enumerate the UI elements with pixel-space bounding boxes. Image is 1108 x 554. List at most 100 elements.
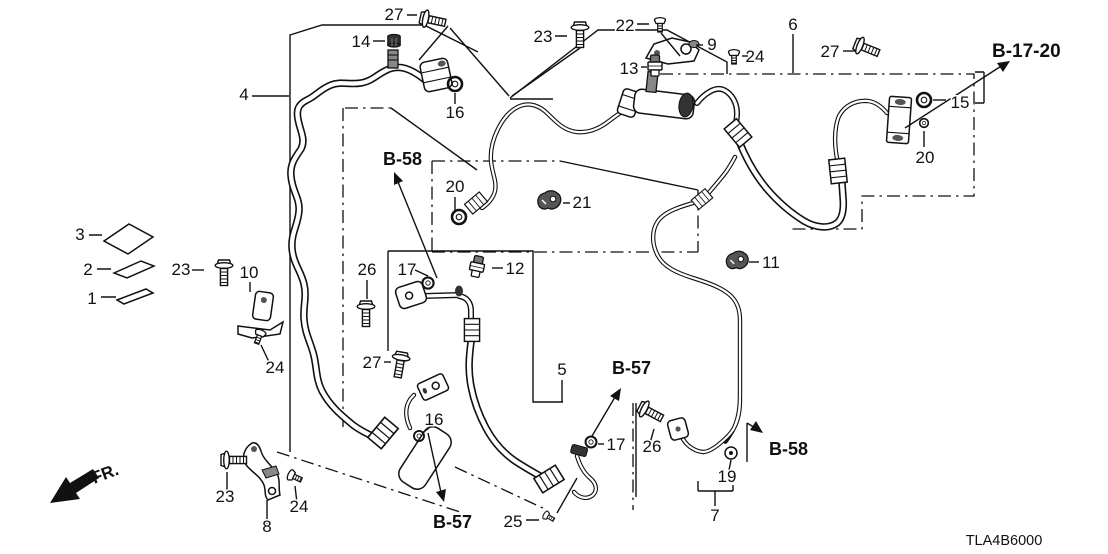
callout-17-bottom[interactable]: 17 — [605, 434, 627, 456]
callout-23-bottom[interactable]: 23 — [214, 486, 236, 508]
b1720-bracket — [975, 71, 985, 104]
oring-icon — [584, 435, 598, 449]
callout-26-bottom[interactable]: 26 — [641, 436, 663, 458]
callout-24-left[interactable]: 24 — [264, 357, 286, 379]
pad-3 — [102, 223, 155, 255]
fr-arrow-icon — [50, 469, 99, 503]
pipe-dashdot-box — [431, 160, 699, 253]
oring-icon — [918, 117, 930, 129]
hose-5-outline — [465, 338, 544, 480]
bracket-8 — [242, 442, 281, 501]
callout-21[interactable]: 21 — [571, 192, 593, 214]
bolt-icon — [214, 259, 234, 287]
reference-labels: B-58 B-17-20 B-57 B-57 B-58 — [382, 40, 1063, 534]
callout-26-left[interactable]: 26 — [356, 259, 378, 281]
callout-19[interactable]: 19 — [716, 466, 738, 488]
diagram-code: TLA4B6000 — [966, 533, 1043, 549]
callout-24-top[interactable]: 24 — [744, 46, 766, 68]
callout-17-mid[interactable]: 17 — [396, 259, 418, 281]
hose5-oring-dark — [455, 285, 463, 297]
ref-b58-bottom[interactable]: B-58 — [768, 438, 810, 461]
ref-b58-top[interactable]: B-58 — [382, 148, 424, 171]
screw-icon — [285, 468, 305, 486]
hoses-and-pipes — [287, 63, 890, 501]
callout-27-top[interactable]: 27 — [383, 4, 405, 26]
leader — [407, 14, 510, 97]
callout-24-bottom[interactable]: 24 — [288, 496, 310, 518]
ref-b57-bottom[interactable]: B-57 — [432, 511, 474, 534]
bolt-icon — [356, 300, 376, 328]
bolt-icon — [634, 397, 667, 427]
hose5-fitting — [394, 280, 428, 310]
callout-5[interactable]: 5 — [556, 359, 568, 381]
crimp-ferrule — [463, 317, 481, 343]
callout-4[interactable]: 4 — [238, 84, 250, 106]
reference-arrows — [394, 61, 1010, 502]
bolt-icon — [220, 450, 248, 470]
screw-icon — [541, 509, 557, 525]
arrowhead — [436, 489, 446, 502]
callout-16-top[interactable]: 16 — [444, 102, 466, 124]
mid-dashdot-left — [342, 107, 391, 430]
arrowhead — [750, 421, 763, 433]
pipe7-elbow-block — [666, 417, 690, 441]
callout-15[interactable]: 15 — [949, 92, 971, 114]
pad-1 — [115, 288, 155, 305]
arrowhead — [610, 388, 621, 401]
callout-12[interactable]: 12 — [504, 258, 526, 280]
callout-8[interactable]: 8 — [261, 516, 273, 538]
callout-23-top[interactable]: 23 — [532, 26, 554, 48]
condenser-joint-block — [885, 95, 913, 145]
callout-9[interactable]: 9 — [706, 34, 718, 56]
hose4-end-fitting — [419, 57, 453, 93]
hose5-end-cap — [570, 444, 589, 457]
callout-27-mid[interactable]: 27 — [361, 352, 383, 374]
b57-dashdot — [276, 451, 548, 513]
callout-25[interactable]: 25 — [502, 511, 524, 533]
callout-16-mid[interactable]: 16 — [423, 409, 445, 431]
callout-14[interactable]: 14 — [350, 31, 372, 53]
screw-icon — [727, 48, 741, 65]
callout-2[interactable]: 2 — [82, 259, 94, 281]
manifold-ring — [678, 92, 694, 118]
callout-11[interactable]: 11 — [761, 252, 782, 274]
callout-labels: 27 14 4 16 23 22 9 13 24 6 27 15 20 20 2… — [74, 4, 971, 538]
ref-b57-mid[interactable]: B-57 — [611, 357, 653, 380]
mid-diag — [390, 107, 478, 171]
fr-direction-arrow: FR. — [50, 460, 121, 503]
hose-4-outline — [287, 63, 428, 441]
hose-5-end-elbow — [571, 453, 599, 501]
ref-b17-20[interactable]: B-17-20 — [991, 40, 1063, 64]
charge-valve-stem — [387, 49, 399, 69]
callout-23-left[interactable]: 23 — [170, 259, 192, 281]
bolt-icon — [850, 34, 883, 62]
fr-label: FR. — [89, 460, 121, 488]
crimp-ferrule — [533, 464, 565, 494]
fittings — [102, 37, 913, 501]
callout-20-mid[interactable]: 20 — [444, 176, 466, 198]
receiver-drier — [398, 426, 452, 490]
drier-flange — [416, 373, 450, 401]
callout-20-topright[interactable]: 20 — [914, 147, 936, 169]
pipe-box-diag — [559, 160, 699, 191]
callout-7[interactable]: 7 — [709, 505, 721, 527]
oring-icon — [450, 208, 468, 226]
callout-13[interactable]: 13 — [618, 58, 640, 80]
topmid-group-box — [509, 29, 728, 100]
bolt-icon — [417, 8, 448, 33]
callout-27-topright[interactable]: 27 — [819, 41, 841, 63]
crimp-ferrule — [828, 157, 848, 185]
midbox-17-12 — [387, 250, 563, 403]
crimp-ferrule — [366, 416, 400, 450]
leader-lines — [89, 14, 946, 524]
callout-1[interactable]: 1 — [86, 288, 98, 310]
pad-2 — [112, 260, 156, 279]
callout-3[interactable]: 3 — [74, 224, 86, 246]
callout-6[interactable]: 6 — [787, 14, 799, 36]
bolt-icon — [570, 21, 590, 49]
callout-10[interactable]: 10 — [238, 262, 260, 284]
callout-22[interactable]: 22 — [614, 15, 636, 37]
bracket-7-leader — [697, 481, 734, 506]
